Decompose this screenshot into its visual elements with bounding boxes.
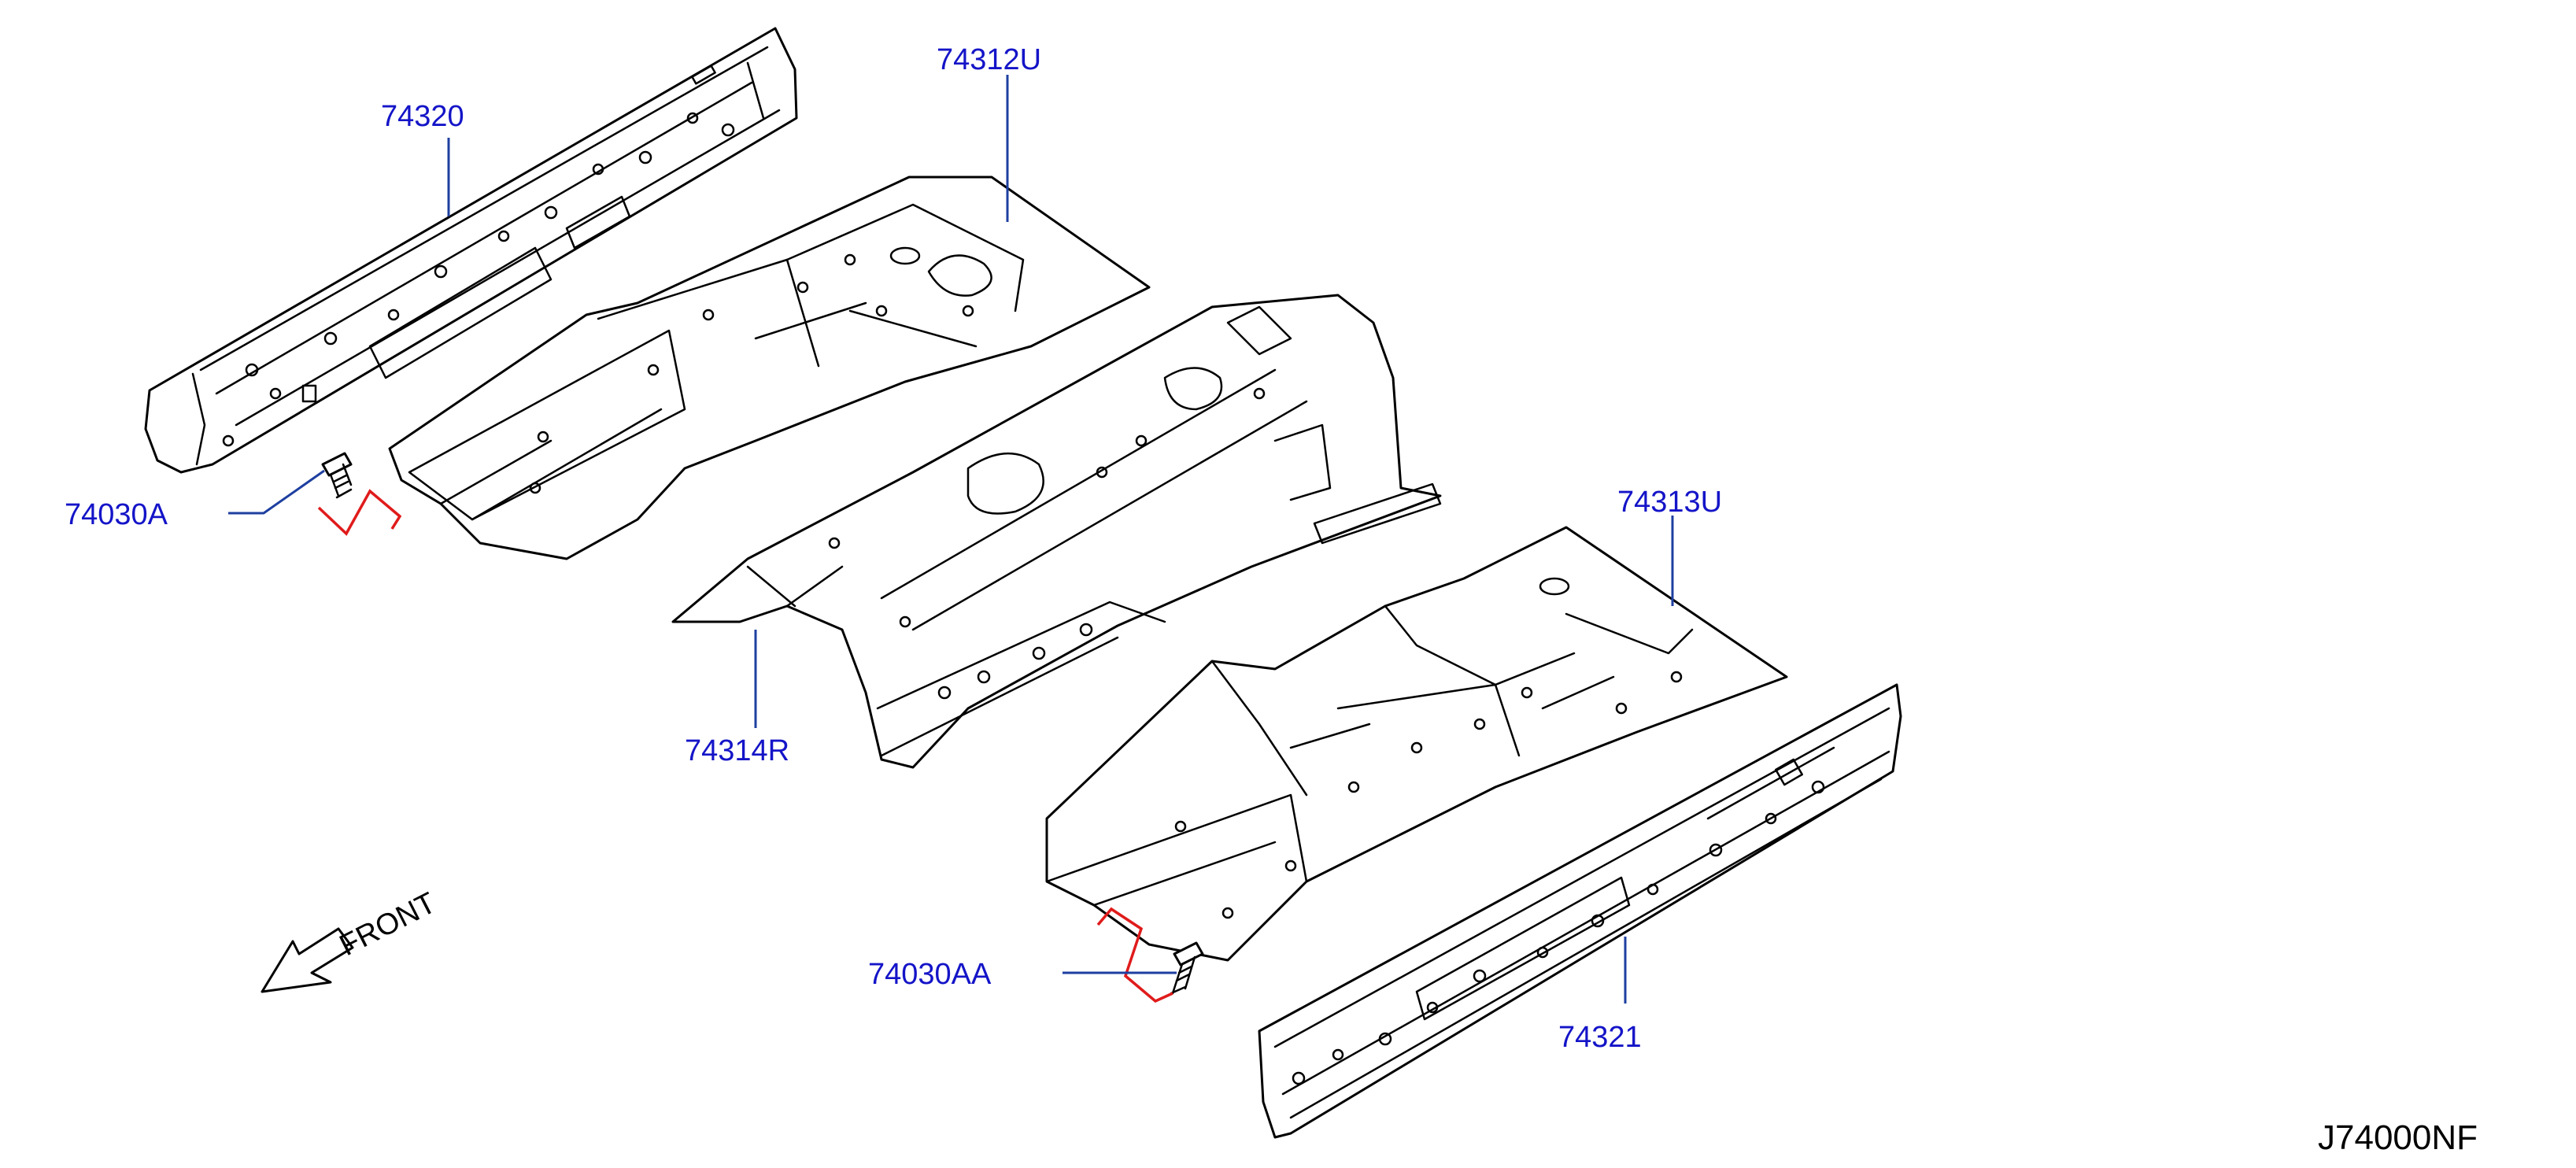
leader-74030A — [228, 469, 325, 515]
part-label-74314R: 74314R — [685, 734, 789, 767]
part-label-74313U: 74313U — [1617, 486, 1722, 519]
part-label-74321: 74321 — [1558, 1021, 1642, 1054]
leader-lines — [228, 75, 1674, 1004]
front-floor-left-part — [388, 176, 1151, 560]
front-arrow-icon — [261, 927, 354, 993]
front-direction-indicator: FRONT — [261, 886, 442, 993]
part-label-74312U: 74312U — [937, 43, 1041, 76]
front-floor-right-part — [1045, 526, 1788, 962]
front-label: FRONT — [334, 886, 442, 963]
bolt-74030AA — [1170, 941, 1204, 995]
side-sill-left-part — [144, 27, 798, 474]
clip-outline-74030AA — [1096, 907, 1173, 1004]
center-floor-tunnel-part — [671, 294, 1442, 769]
part-label-74030A: 74030A — [65, 498, 168, 531]
bolt-74030A — [321, 452, 353, 499]
side-sill-right-part — [1258, 683, 1902, 1139]
diagram-code: J74000NF — [2318, 1118, 2478, 1157]
part-label-74030AA: 74030AA — [868, 958, 992, 991]
part-label-74320: 74320 — [381, 100, 464, 133]
clip-outline-74030A — [317, 489, 402, 536]
